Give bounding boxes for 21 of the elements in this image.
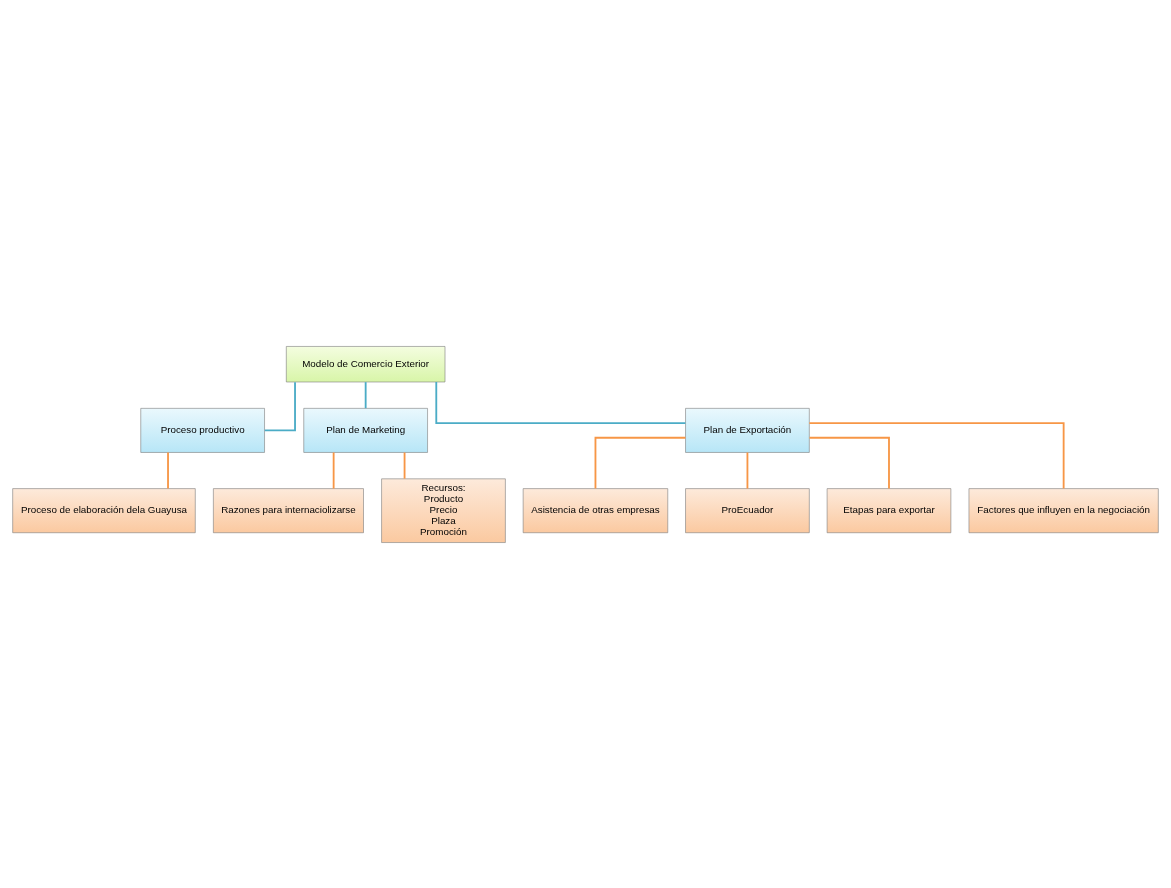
connector <box>167 451 169 490</box>
connector <box>263 380 296 431</box>
connector <box>746 451 749 490</box>
connector <box>403 451 406 480</box>
connector <box>808 436 890 490</box>
connector <box>332 451 335 490</box>
node-box: Recursos: Producto Precio Plaza Promoción <box>381 478 506 543</box>
node-box: Plan de Exportación <box>685 407 810 453</box>
connector <box>364 380 367 409</box>
node-box: Proceso de elaboración dela Guayusa <box>12 487 196 533</box>
node-box: Modelo de Comercio Exterior <box>286 345 446 382</box>
connector <box>808 421 1065 489</box>
node-box: Razones para internaciolizarse <box>213 487 364 533</box>
connector <box>594 436 687 490</box>
node-box: Etapas para exportar <box>826 487 952 533</box>
node-box: Proceso productivo <box>140 407 265 453</box>
node-box: ProEcuador <box>685 487 810 533</box>
node-box: Plan de Marketing <box>303 407 428 453</box>
node-box: Factores que influyen en la negociación <box>968 487 1159 533</box>
connector <box>435 380 687 424</box>
node-box: Asistencia de otras empresas <box>522 487 669 533</box>
